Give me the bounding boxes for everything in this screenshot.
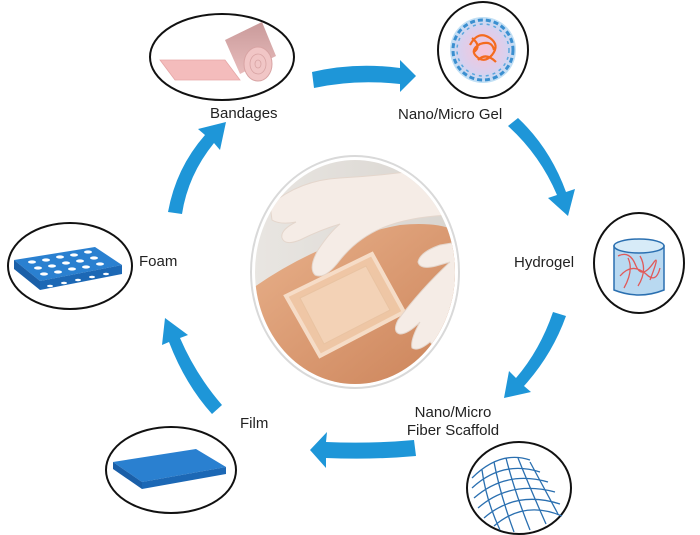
arrow-scaffold-to-film — [310, 432, 416, 468]
center-photo — [250, 155, 460, 389]
node-bandages-icon — [149, 13, 295, 101]
cycle-arrows — [162, 60, 575, 468]
nanogel-particle-icon — [450, 17, 516, 83]
label-fiber-scaffold: Nano/Micro Fiber Scaffold — [388, 404, 518, 440]
hydrogel-cylinder-icon — [613, 238, 665, 296]
arrow-film-to-foam — [162, 318, 222, 414]
label-bandages: Bandages — [210, 105, 278, 122]
arrow-foam-to-bandages — [168, 122, 226, 214]
node-foam-icon — [7, 222, 133, 310]
node-gel-icon — [437, 1, 529, 99]
arrow-hydrogel-to-scaffold — [504, 312, 566, 398]
label-fiber-scaffold-line1: Nano/Micro — [414, 404, 492, 421]
fiber-mesh-icon — [471, 456, 563, 533]
node-hydrogel-icon — [593, 212, 685, 314]
node-film-icon — [105, 426, 237, 514]
arrow-bandages-to-gel — [312, 60, 416, 92]
bandage-roll-icon — [159, 22, 276, 82]
label-film: Film — [240, 415, 269, 432]
wound-dressing-patch — [283, 251, 407, 359]
label-nano-micro-gel: Nano/Micro Gel — [398, 106, 503, 123]
node-scaffold-icon — [466, 441, 572, 535]
label-hydrogel: Hydrogel — [514, 254, 575, 271]
label-foam: Foam — [139, 253, 178, 270]
arrow-gel-to-hydrogel — [508, 118, 575, 216]
label-fiber-scaffold-line2: Fiber Scaffold — [406, 422, 500, 439]
porous-foam-icon — [14, 247, 122, 290]
film-sheet-icon — [113, 449, 226, 489]
